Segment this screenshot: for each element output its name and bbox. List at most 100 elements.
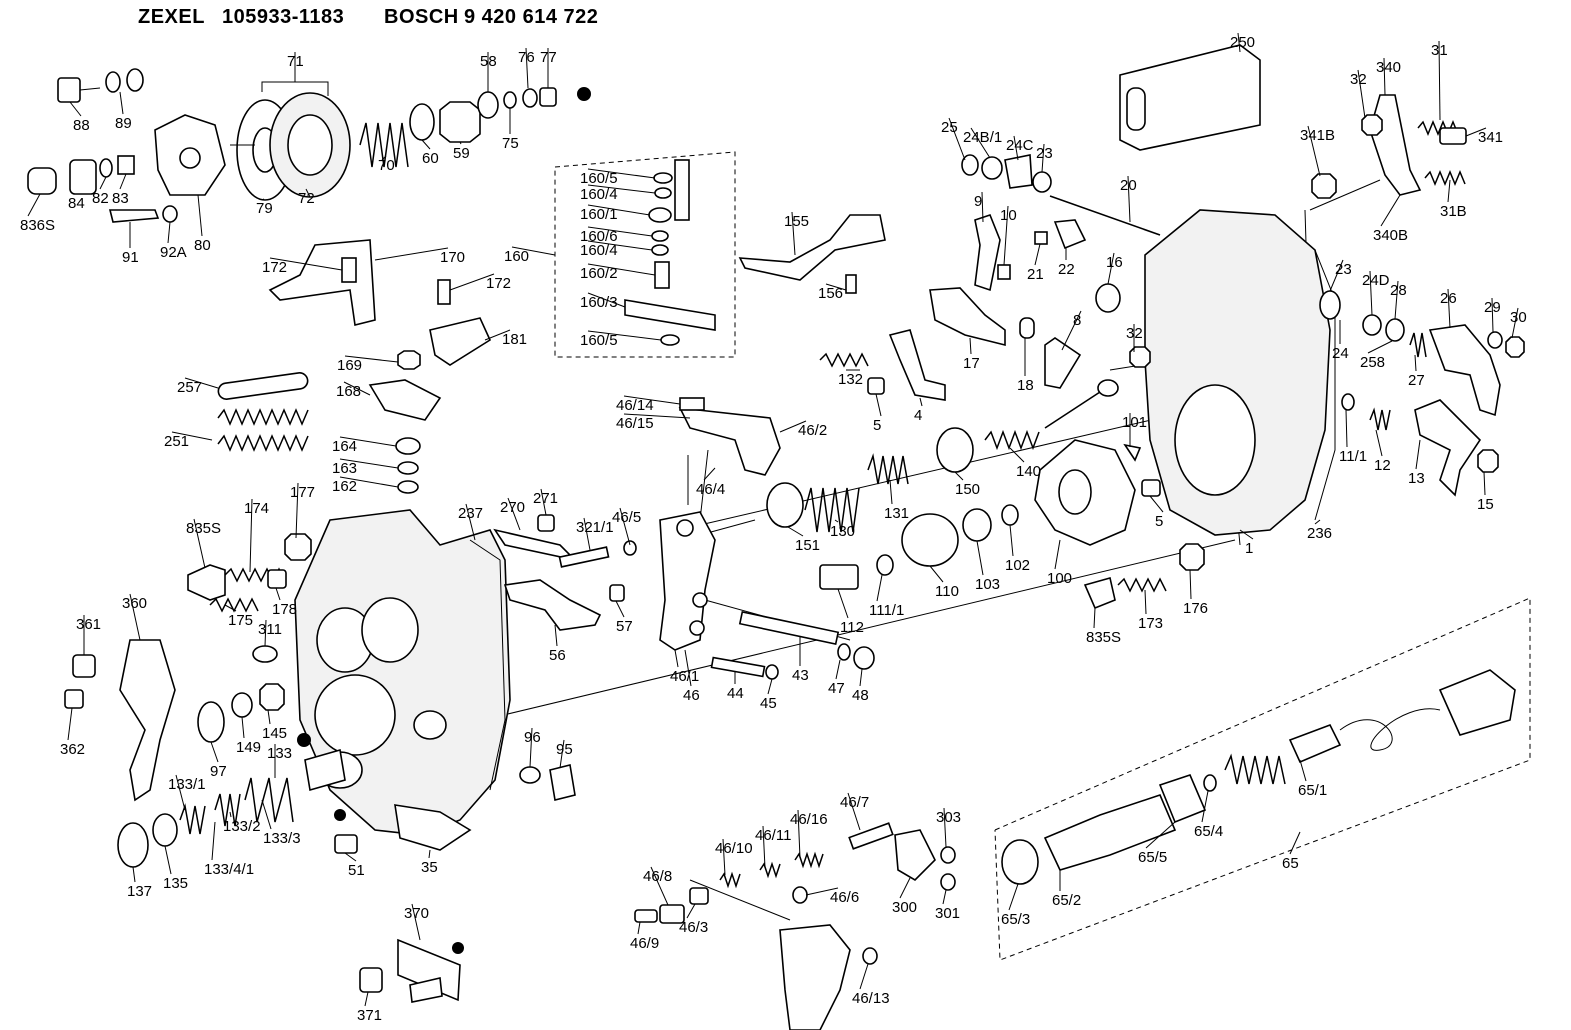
- callout-c103: 103: [975, 576, 1000, 593]
- nut-46-13: [862, 947, 878, 965]
- screw-172a: [341, 257, 357, 283]
- washer-92a: [162, 205, 178, 223]
- callout-c321_1: 321/1: [576, 519, 614, 536]
- spring-12: [1369, 407, 1391, 431]
- leader-c169: [344, 355, 399, 363]
- leader-c46_4: [703, 467, 716, 481]
- washer-163: [397, 461, 419, 475]
- leader-lines: [27, 32, 1519, 1007]
- bosch-part-number: 9 420 614 722: [464, 6, 599, 28]
- leader-c46_11: [762, 825, 766, 869]
- callout-c311: 311: [258, 621, 282, 638]
- leader-c237: [465, 503, 476, 541]
- leader-c340: [1383, 57, 1386, 96]
- leader-c23b: [1329, 259, 1344, 292]
- leader-c13: [1415, 439, 1421, 470]
- washer-76: [522, 88, 538, 108]
- callout-c65_1: 65/1: [1298, 782, 1327, 799]
- callout-c18: 18: [1017, 377, 1034, 394]
- screw-46-14: [679, 397, 705, 411]
- leader-c133_3: [261, 799, 272, 830]
- ring-133-4-1: [214, 793, 241, 827]
- leader-c250: [1237, 32, 1241, 53]
- bolt-51: [334, 834, 358, 854]
- callout-c65_3: 65/3: [1001, 911, 1030, 928]
- ring-11-1: [1341, 393, 1355, 411]
- leader-c301: [942, 889, 947, 905]
- callout-c92a: 92A: [160, 244, 187, 261]
- callout-c28: 28: [1390, 282, 1407, 299]
- bolt-140-shank: [1044, 391, 1101, 429]
- screw-91: [108, 209, 160, 223]
- leader-c164: [339, 436, 397, 447]
- nut-176: [1179, 543, 1205, 571]
- leader-c160_4a: [587, 184, 656, 194]
- axis-line-top-right: [1309, 179, 1381, 211]
- nut-59: [439, 101, 481, 143]
- leader-c29: [1491, 297, 1494, 333]
- callout-c835s_a: 835S: [186, 520, 221, 537]
- leader-c257: [184, 377, 219, 389]
- callout-c65_4: 65/4: [1194, 823, 1223, 840]
- rod-46-7: [848, 822, 894, 850]
- screw-271: [537, 514, 555, 532]
- bolt-370-stud: [409, 977, 443, 1003]
- springs-251: [217, 408, 309, 452]
- leader-c46_8: [650, 866, 669, 906]
- bolt-31: [1417, 120, 1459, 136]
- leader-c65_1: [1299, 759, 1307, 782]
- callout-c149: 149: [236, 739, 261, 756]
- callout-c91: 91: [122, 249, 139, 266]
- leader-c836s_a: [27, 193, 41, 217]
- spring-132: [819, 352, 869, 368]
- callout-c112: 112: [840, 619, 864, 636]
- leader-c48: [859, 668, 863, 687]
- callout-c76: 76: [518, 49, 535, 66]
- leader-c160_5b: [587, 330, 662, 341]
- bolt-140-thread: [984, 429, 1040, 451]
- lever-8: [1044, 337, 1082, 389]
- spring-70: [359, 122, 409, 168]
- callout-c168: 168: [336, 383, 361, 400]
- pin-160-2: [654, 261, 670, 289]
- nut-46-6: [792, 886, 808, 904]
- leader-c177: [295, 482, 299, 539]
- nut-32b: [1129, 346, 1151, 368]
- callout-c172b: 172: [486, 275, 511, 292]
- sleeve-103: [962, 508, 992, 542]
- callout-c300: 300: [892, 899, 917, 916]
- leader-c236: [1314, 519, 1321, 525]
- sensor-65-1: [1288, 723, 1342, 764]
- callout-c15: 15: [1477, 496, 1494, 513]
- callout-c102: 102: [1005, 557, 1030, 574]
- callout-c24: 24: [1332, 345, 1349, 362]
- leader-c80: [197, 194, 203, 237]
- callout-c101: 101: [1122, 414, 1147, 431]
- seat-151: [766, 482, 804, 528]
- leader-c70: [381, 155, 387, 161]
- callout-c258: 258: [1360, 354, 1385, 371]
- group-box-160: [554, 151, 736, 358]
- nut-46-8: [659, 904, 685, 924]
- lever-340: [1369, 94, 1422, 196]
- nut-303: [940, 846, 956, 864]
- nut-135: [152, 813, 178, 847]
- washer-24b1: [981, 156, 1003, 180]
- callout-c150: 150: [955, 481, 980, 498]
- callout-c46_7: 46/7: [840, 794, 869, 811]
- leader-c46_13: [859, 963, 869, 990]
- lever-4: [888, 329, 946, 401]
- leader-c4: [919, 397, 923, 407]
- callout-c47: 47: [828, 680, 845, 697]
- housing-bore-5: [413, 710, 447, 740]
- callout-c58: 58: [480, 53, 497, 70]
- callout-c16: 16: [1106, 254, 1123, 271]
- callout-c24d: 24D: [1362, 272, 1390, 289]
- callout-c4: 4: [914, 407, 922, 424]
- lever-13: [1414, 399, 1482, 497]
- leader-c133_1: [175, 774, 186, 811]
- callout-c360: 360: [122, 595, 147, 612]
- leader-c24c: [1013, 135, 1019, 161]
- nut-16: [1095, 283, 1121, 313]
- leader-c160_2: [587, 263, 656, 276]
